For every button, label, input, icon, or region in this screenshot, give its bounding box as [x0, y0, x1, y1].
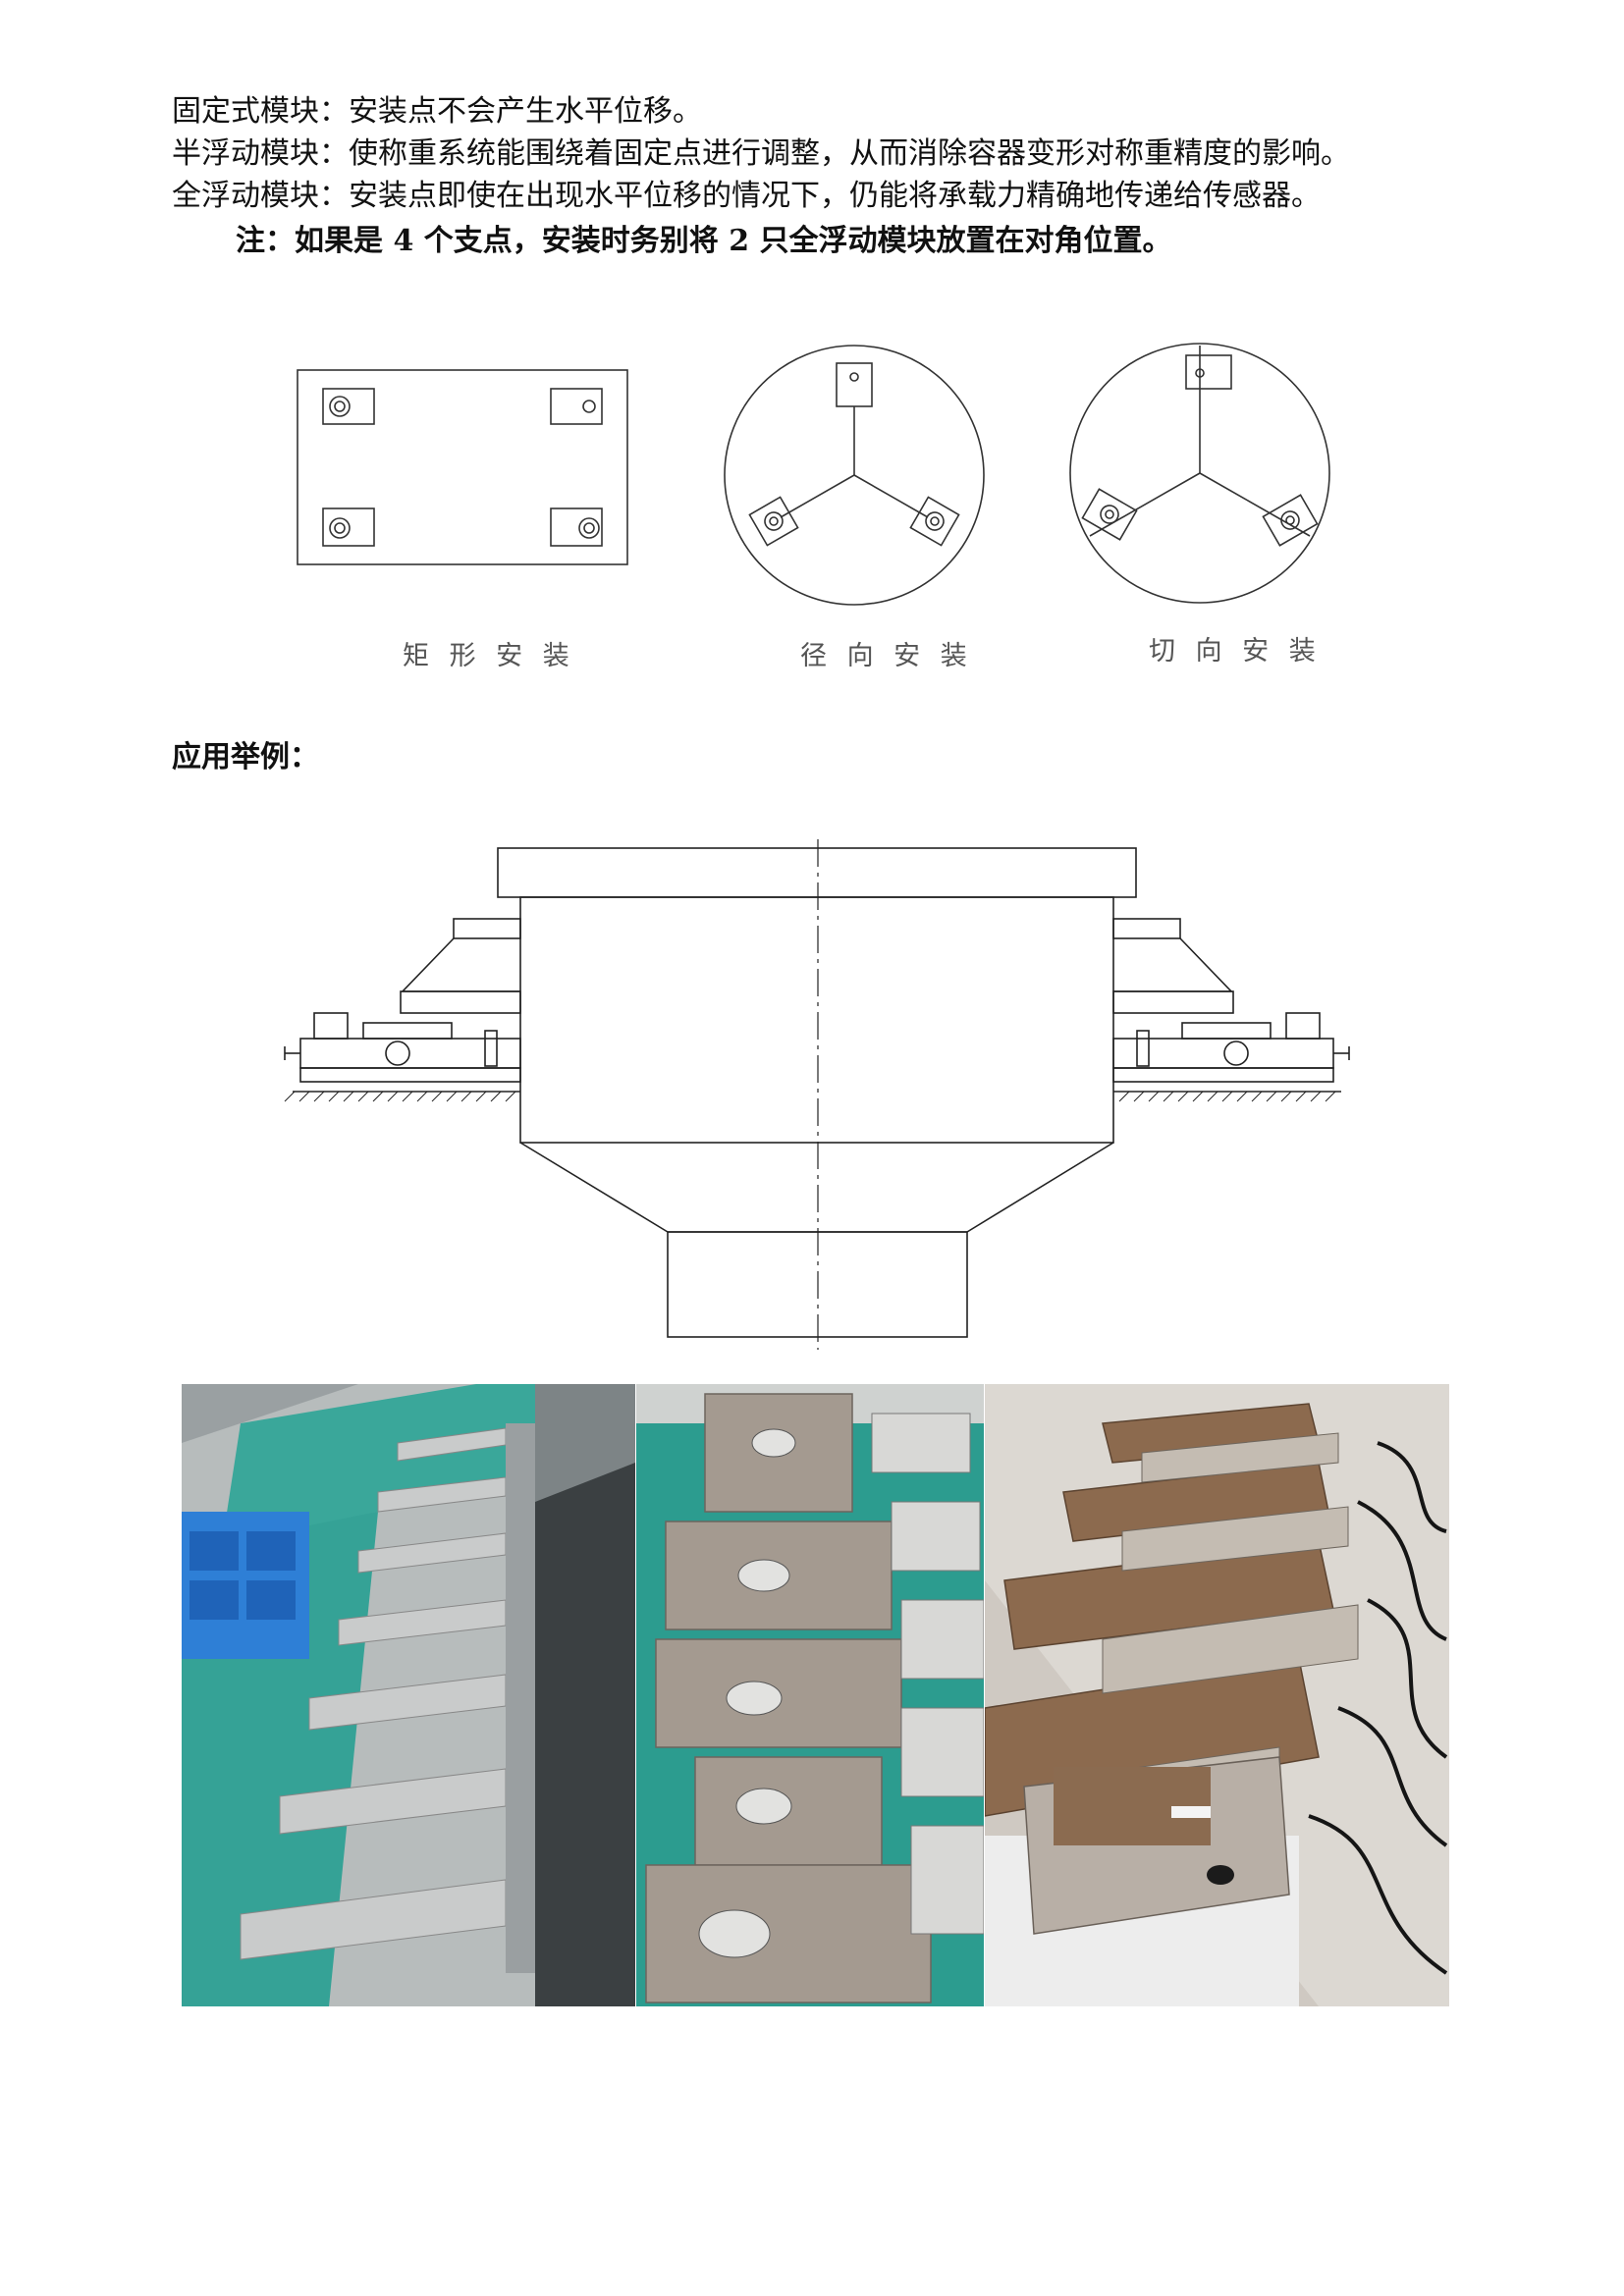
photo-modules-with-cables [985, 1384, 1449, 2006]
rect-label: 矩 形 安 装 [403, 641, 575, 671]
application-example-drawing [284, 839, 1350, 1350]
application-title: 应用举例： [172, 740, 319, 774]
left-weigh-module [284, 918, 521, 1102]
text-fixed-module: 固定式模块：安装点不会产生水平位移。 [172, 94, 702, 129]
text-note: 注：如果是 4 个支点，安装时务别将 2 只全浮动模块放置在对角位置。 [236, 224, 1172, 258]
tangential-install-diagram [1069, 343, 1330, 604]
right-weigh-module [1112, 918, 1350, 1102]
photo-load-cell-modules-row [182, 1384, 635, 2006]
tangent-label: 切 向 安 装 [1149, 636, 1322, 667]
radial-install-diagram [724, 345, 985, 606]
installation-diagrams: 矩 形 安 装 径 向 安 装 切 向 安 装 [297, 343, 1330, 671]
radial-label: 径 向 安 装 [800, 641, 973, 671]
photo-mounting-plates [636, 1384, 984, 2006]
text-full-floating-module: 全浮动模块：安装点即使在出现水平位移的情况下，仍能将承载力精确地传递给传感器。 [172, 179, 1321, 213]
rect-install-diagram [297, 369, 628, 565]
text-semi-floating-module: 半浮动模块：使称重系统能围绕着固定点进行调整，从而消除容器变形对称重精度的影响。 [172, 136, 1350, 171]
